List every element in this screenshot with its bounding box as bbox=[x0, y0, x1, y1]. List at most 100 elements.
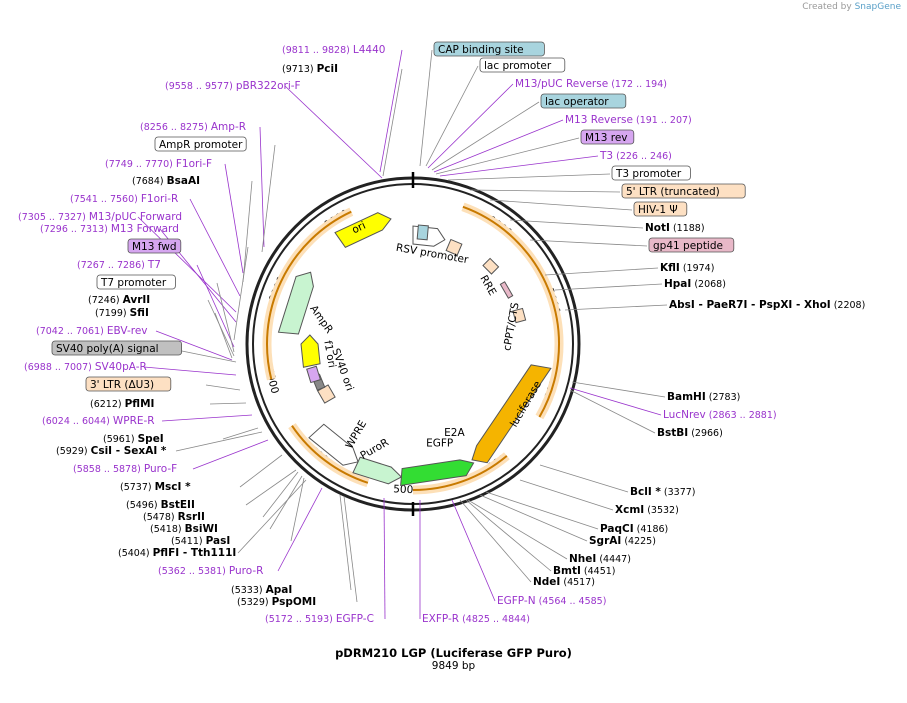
label-name: CsiI - SexAI * bbox=[91, 445, 167, 457]
label-text: BclI * (3377) bbox=[630, 486, 696, 498]
leader-line bbox=[277, 487, 323, 572]
label-box bbox=[648, 237, 735, 253]
label-text: (8256 .. 8275) Amp-R bbox=[140, 121, 246, 133]
label-pos: (4564 .. 4585) bbox=[536, 596, 607, 607]
label-pos: (5362 .. 5381) bbox=[158, 566, 229, 577]
label-exfp-r: EXFP-R (4825 .. 4844) bbox=[419, 500, 530, 625]
label-pos: (3532) bbox=[644, 505, 679, 516]
label-text: NdeI (4517) bbox=[533, 576, 595, 588]
feature-psi-box bbox=[482, 257, 500, 275]
label-text: (9713) PciI bbox=[282, 63, 338, 75]
leader-line bbox=[192, 439, 269, 470]
leader-line bbox=[189, 198, 241, 297]
snapgene-credit: Created by SnapGene bbox=[802, 2, 901, 12]
label-name: BsiWI bbox=[185, 523, 218, 535]
label-text: (5411) PasI bbox=[171, 535, 230, 547]
label-box bbox=[127, 238, 182, 254]
label-text: AmpR promoter bbox=[159, 139, 243, 151]
leader-line bbox=[439, 155, 599, 177]
label-text: HIV-1 Ψ bbox=[638, 204, 678, 216]
label-pos: (3377) bbox=[661, 487, 696, 498]
label-pos: (2783) bbox=[706, 392, 741, 403]
label-name: XcmI bbox=[615, 504, 644, 516]
leader-line bbox=[224, 163, 244, 274]
label-pos: (7042 .. 7061) bbox=[36, 326, 107, 337]
label-puro-f: (5858 .. 5878) Puro-F bbox=[73, 439, 269, 475]
label-egfp-n: EGFP-N (4564 .. 4585) bbox=[451, 499, 606, 607]
label-msci: (5737) MscI * bbox=[120, 454, 283, 493]
feature-puror: PuroR bbox=[358, 436, 391, 462]
label-pos: (226 .. 246) bbox=[613, 151, 672, 162]
label-box bbox=[51, 340, 183, 356]
label-text: (5172 .. 5193) EGFP-C bbox=[265, 613, 374, 625]
feature-wpre-shape bbox=[308, 423, 359, 466]
label-pos: (4447) bbox=[596, 554, 631, 565]
label-name: ApaI bbox=[266, 584, 293, 596]
leader-line bbox=[262, 471, 299, 518]
label-name: Puro-F bbox=[144, 463, 177, 475]
feature-m13-box bbox=[306, 365, 321, 384]
label-box bbox=[633, 201, 688, 217]
label-name: Amp-R bbox=[211, 121, 246, 133]
label-text: EGFP-N (4564 .. 4585) bbox=[497, 595, 606, 607]
label-text: (5961) SpeI bbox=[103, 433, 164, 445]
feature-lac-box bbox=[416, 224, 429, 241]
label-pos: (5961) bbox=[103, 434, 138, 445]
label-name: pBR322ori-F bbox=[236, 80, 301, 92]
label-name: PflMI bbox=[125, 398, 155, 410]
label-text: (7684) BsaAI bbox=[132, 175, 200, 187]
leader-line bbox=[433, 119, 564, 173]
feature-egfp-shape bbox=[400, 459, 475, 487]
label-name: M13/pUC Reverse bbox=[515, 78, 608, 90]
label-m13-fwd: M13 fwd bbox=[127, 238, 249, 341]
leader-line bbox=[137, 216, 237, 313]
label-f1ori-r: (7541 .. 7560) F1ori-R bbox=[70, 193, 241, 297]
label-sgrai: SgrAI (4225) bbox=[479, 494, 656, 547]
label-pos: (7296 .. 7313) bbox=[40, 224, 111, 235]
feature-5-ltr-box bbox=[445, 238, 463, 256]
feature-ori-shape bbox=[334, 212, 392, 248]
label-pos: (6024 .. 6044) bbox=[42, 416, 113, 427]
leader-line bbox=[259, 126, 265, 248]
label-text: (9558 .. 9577) pBR322ori-F bbox=[165, 80, 301, 92]
label-sv40-poly-a-signal: SV40 poly(A) signal bbox=[51, 340, 237, 363]
label-pos: (191 .. 207) bbox=[633, 115, 692, 126]
label-sv40pa-r: (6988 .. 7007) SV40pA-R bbox=[24, 361, 237, 376]
label-text: (5333) ApaI bbox=[231, 584, 292, 596]
label-text: (7749 .. 7770) F1ori-F bbox=[105, 158, 212, 170]
label-pos: (2068) bbox=[691, 279, 726, 290]
label-pos: (5929) bbox=[56, 446, 91, 457]
label-name: T3 bbox=[599, 150, 613, 162]
label-name: SfiI bbox=[130, 307, 149, 319]
arc-3-ltr-region bbox=[291, 425, 369, 484]
feature-rre-box bbox=[499, 281, 514, 299]
feature-luciferase-shape bbox=[471, 364, 552, 464]
leader-line bbox=[479, 494, 588, 542]
leader-line bbox=[205, 384, 241, 391]
label-pos: (6212) bbox=[90, 399, 125, 410]
label-pos: (4186) bbox=[634, 524, 669, 535]
label-pflmi: (6212) PflMI bbox=[90, 398, 247, 410]
label-bstbi: BstBI (2966) bbox=[569, 389, 723, 439]
label-name: PspOMI bbox=[272, 596, 317, 608]
leader-line bbox=[427, 83, 514, 169]
label-text: 5' LTR (truncated) bbox=[626, 186, 720, 198]
label-text: gp41 peptide bbox=[653, 240, 723, 252]
label-text: EXFP-R (4825 .. 4844) bbox=[422, 613, 530, 625]
leader-line bbox=[290, 477, 305, 542]
label-ebv-rev: (7042 .. 7061) EBV-rev bbox=[36, 325, 233, 361]
label-name: PciI bbox=[317, 63, 338, 75]
label-pos: (2208) bbox=[831, 300, 866, 311]
feature-f1-ori-shape bbox=[300, 334, 321, 368]
label-text: (9811 .. 9828) L4440 bbox=[282, 44, 385, 56]
leader-line bbox=[451, 499, 496, 602]
label-text: NheI (4447) bbox=[569, 553, 631, 565]
label-name: AvrII bbox=[123, 294, 151, 306]
label-pos: (8256 .. 8275) bbox=[140, 122, 211, 133]
label-pos: (5858 .. 5878) bbox=[73, 464, 144, 475]
label-pos: (7246) bbox=[88, 295, 123, 306]
label-pflfi-tth111i: (5404) PflFI - Tth111I bbox=[118, 479, 307, 559]
label-rsrii: (5478) RsrII bbox=[143, 471, 299, 523]
label-name: AbsI - PaeR7I - PspXI - XhoI bbox=[669, 299, 831, 311]
